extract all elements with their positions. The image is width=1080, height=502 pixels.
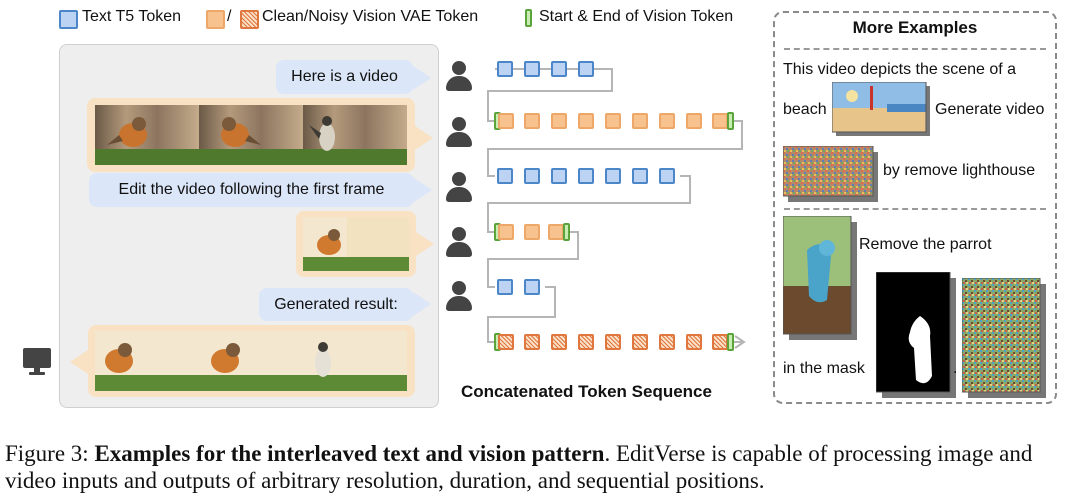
end-vision-token: [563, 223, 570, 241]
chat-message-2: Edit the video following the first frame: [89, 173, 414, 207]
clean-vision-token: [551, 113, 567, 129]
generated-video-frames: [95, 331, 407, 391]
text-token: [524, 279, 540, 295]
clean-vision-token: [498, 113, 514, 129]
chat-message-2-text: Edit the video following the first frame: [118, 181, 385, 198]
first-frame-tail: [416, 232, 434, 256]
text-token: [524, 168, 540, 184]
clean-vision-token: [524, 113, 540, 129]
video-frame-1: [95, 105, 199, 165]
more-examples-divider-middle: [784, 208, 1046, 210]
clean-vision-token: [548, 224, 564, 240]
generated-frame-2: [199, 331, 303, 391]
text-token: [551, 61, 567, 77]
clean-vision-token: [578, 113, 594, 129]
text-token: [632, 168, 648, 184]
legend-text-token-label: Text T5 Token: [82, 8, 182, 25]
text-token: [497, 168, 513, 184]
chat-message-3: Generated result:: [259, 288, 413, 321]
text-token: [551, 168, 567, 184]
noisy-vision-token: [632, 334, 648, 350]
legend-text-token-swatch: [59, 10, 78, 29]
legend-separator: /: [227, 8, 232, 25]
legend-clean-token-swatch: [206, 10, 225, 29]
caption-rest: . EditVerse is capable of processing ima…: [5, 441, 1033, 493]
chat-message-3-text: Generated result:: [274, 295, 398, 313]
more-examples-divider-top: [784, 48, 1046, 50]
text-token: [578, 61, 594, 77]
user-icon: [446, 227, 472, 257]
figure-caption: Figure 3: Examples for the interleaved t…: [5, 440, 1077, 494]
chat-message-1-tail: [413, 66, 431, 90]
noisy-vision-token: [551, 334, 567, 350]
text-token: [578, 168, 594, 184]
clean-vision-token: [498, 224, 514, 240]
example-2-remove-label: Remove the parrot: [859, 236, 992, 253]
more-examples-panel: [773, 11, 1057, 404]
text-token: [659, 168, 675, 184]
user-icon: [446, 172, 472, 202]
video-frame-2: [199, 105, 303, 165]
generated-video-tail: [70, 350, 88, 374]
example-1-generate-label: Generate video: [935, 101, 1045, 118]
caption-bold: Examples for the interleaved text and vi…: [94, 441, 605, 466]
clean-vision-token: [712, 113, 728, 129]
chat-message-2-tail: [414, 178, 432, 202]
legend-vision-token-label: Clean/Noisy Vision VAE Token: [262, 8, 479, 25]
noisy-vision-token: [686, 334, 702, 350]
text-token: [497, 61, 513, 77]
more-examples-title: More Examples: [852, 18, 978, 37]
chat-message-1-text: Here is a video: [291, 68, 398, 85]
end-vision-token: [727, 333, 734, 351]
user-icon: [446, 281, 472, 311]
clean-vision-token: [632, 113, 648, 129]
legend-noisy-token-swatch: [240, 10, 259, 29]
caption-prefix: Figure 3:: [5, 441, 95, 466]
noisy-vision-token: [712, 334, 728, 350]
legend-start-end-label: Start & End of Vision Token: [539, 8, 734, 25]
text-token: [497, 279, 513, 295]
mask-image: [875, 271, 956, 398]
token-connectors: [487, 68, 746, 349]
first-frame-image: [303, 217, 409, 271]
noisy-vision-token: [578, 334, 594, 350]
example-2-period: .: [953, 360, 958, 377]
chat-message-1: Here is a video: [276, 60, 413, 94]
generated-frame-1: [95, 331, 199, 391]
input-video-tail: [415, 126, 433, 150]
legend-start-end-swatch: [525, 9, 532, 27]
beach-image: [831, 81, 932, 138]
user-icon: [446, 61, 472, 91]
generated-frame-3: [303, 331, 407, 391]
clean-vision-token: [524, 224, 540, 240]
end-vision-token: [727, 112, 734, 130]
computer-icon: [22, 346, 52, 376]
video-frame-3: [303, 105, 407, 165]
noisy-vision-token: [659, 334, 675, 350]
example-2-mask-label: in the mask: [783, 360, 865, 377]
noisy-vision-token: [524, 334, 540, 350]
noisy-vision-token: [498, 334, 514, 350]
clean-vision-token: [686, 113, 702, 129]
example-1-remove-label: by remove lighthouse: [883, 162, 1036, 179]
example-1-line-1: This video depicts the scene of a: [783, 61, 1017, 78]
clean-vision-token: [659, 113, 675, 129]
parrot-image: [782, 215, 857, 340]
chat-message-3-tail: [413, 292, 431, 316]
input-video-frames: [95, 105, 407, 165]
text-token: [524, 61, 540, 77]
beach-noisy-image: [782, 145, 879, 204]
sequence-title: Concatenated Token Sequence: [461, 382, 712, 401]
clean-vision-token: [605, 113, 621, 129]
noisy-vision-token: [605, 334, 621, 350]
parrot-noisy-image: [961, 277, 1046, 398]
text-token: [605, 168, 621, 184]
user-icon: [446, 117, 472, 147]
example-1-beach-word: beach: [783, 101, 827, 118]
